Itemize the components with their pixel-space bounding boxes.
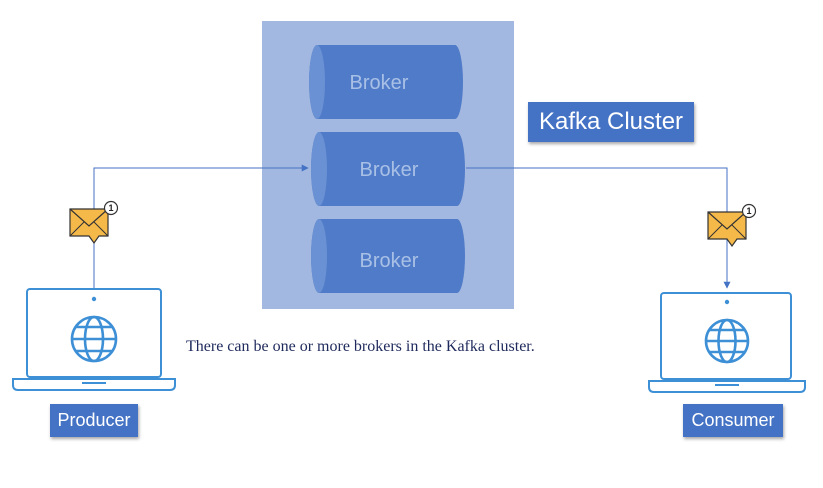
producer-label: Producer <box>50 404 138 437</box>
broker-to-consumer-connector <box>466 167 731 289</box>
producer-laptop-icon <box>12 288 176 391</box>
broker-3-label: Broker <box>360 250 419 272</box>
producer-globe-icon <box>70 315 118 363</box>
diagram-caption: There can be one or more brokers in the … <box>186 338 535 355</box>
kafka-cluster-label: Kafka Cluster <box>528 102 694 142</box>
broker-1: Broker <box>309 45 463 119</box>
consumer-label: Consumer <box>683 404 783 437</box>
consumer-laptop-icon <box>648 292 806 393</box>
producer-badge-count: 1 <box>108 203 113 213</box>
consumer-envelope-icon: 1 <box>707 203 757 248</box>
producer-to-broker-connector <box>93 164 309 288</box>
broker-3: Broker <box>311 219 465 293</box>
broker-1-label: Broker <box>350 72 409 94</box>
broker-2-label: Broker <box>360 159 419 181</box>
producer-envelope-icon: 1 <box>69 200 119 245</box>
consumer-globe-icon <box>704 318 750 364</box>
broker-2: Broker <box>311 132 465 206</box>
consumer-badge-count: 1 <box>746 206 751 216</box>
